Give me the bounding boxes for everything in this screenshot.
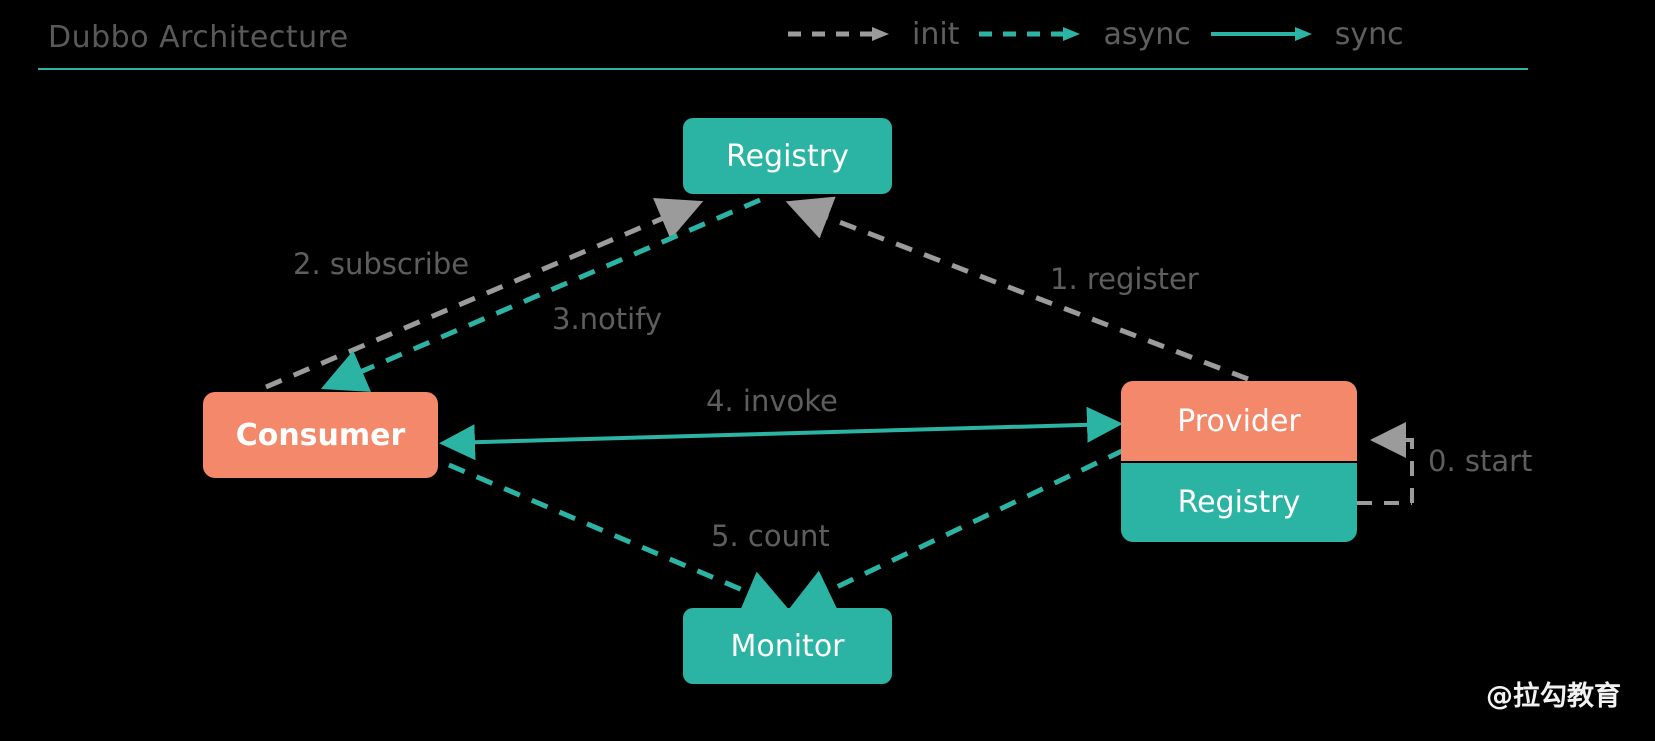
legend: init async sync	[786, 14, 1422, 54]
watermark: @拉勾教育	[1486, 681, 1621, 712]
legend-label-init: init	[912, 16, 960, 52]
edge-label-start: 0. start	[1428, 444, 1533, 478]
edge-label-subscribe: 2. subscribe	[293, 247, 470, 281]
dashed-arrow-icon	[979, 27, 1081, 41]
edge-label-notify: 3.notify	[552, 302, 663, 336]
title-underline-rule	[38, 68, 1528, 70]
page-title: Dubbo Architecture	[48, 20, 349, 55]
edge-label-register: 1. register	[1050, 262, 1199, 296]
node-provider[interactable]: Provider	[1121, 381, 1357, 461]
legend-item-init: init	[786, 17, 977, 52]
node-registry[interactable]: Registry	[683, 118, 892, 194]
edge-subscribe	[265, 197, 704, 390]
node-monitor[interactable]: Monitor	[683, 608, 892, 684]
edge-count-provider	[787, 447, 1126, 612]
edge-invoke	[439, 406, 1123, 461]
edge-register	[785, 196, 1249, 382]
edge-notify	[320, 197, 761, 392]
edge-label-invoke: 4. invoke	[706, 384, 838, 418]
edge-label-count: 5. count	[711, 519, 830, 553]
solid-arrow-icon	[1210, 27, 1312, 41]
node-consumer[interactable]: Consumer	[203, 392, 438, 478]
edge-start	[1370, 422, 1414, 503]
legend-label-async: async	[1103, 16, 1191, 52]
legend-item-sync: sync	[1209, 17, 1422, 52]
legend-label-sync: sync	[1334, 16, 1404, 52]
legend-item-async: async	[977, 17, 1208, 52]
node-provider-registry[interactable]: Registry	[1121, 463, 1357, 542]
dashed-arrow-icon	[788, 27, 889, 41]
